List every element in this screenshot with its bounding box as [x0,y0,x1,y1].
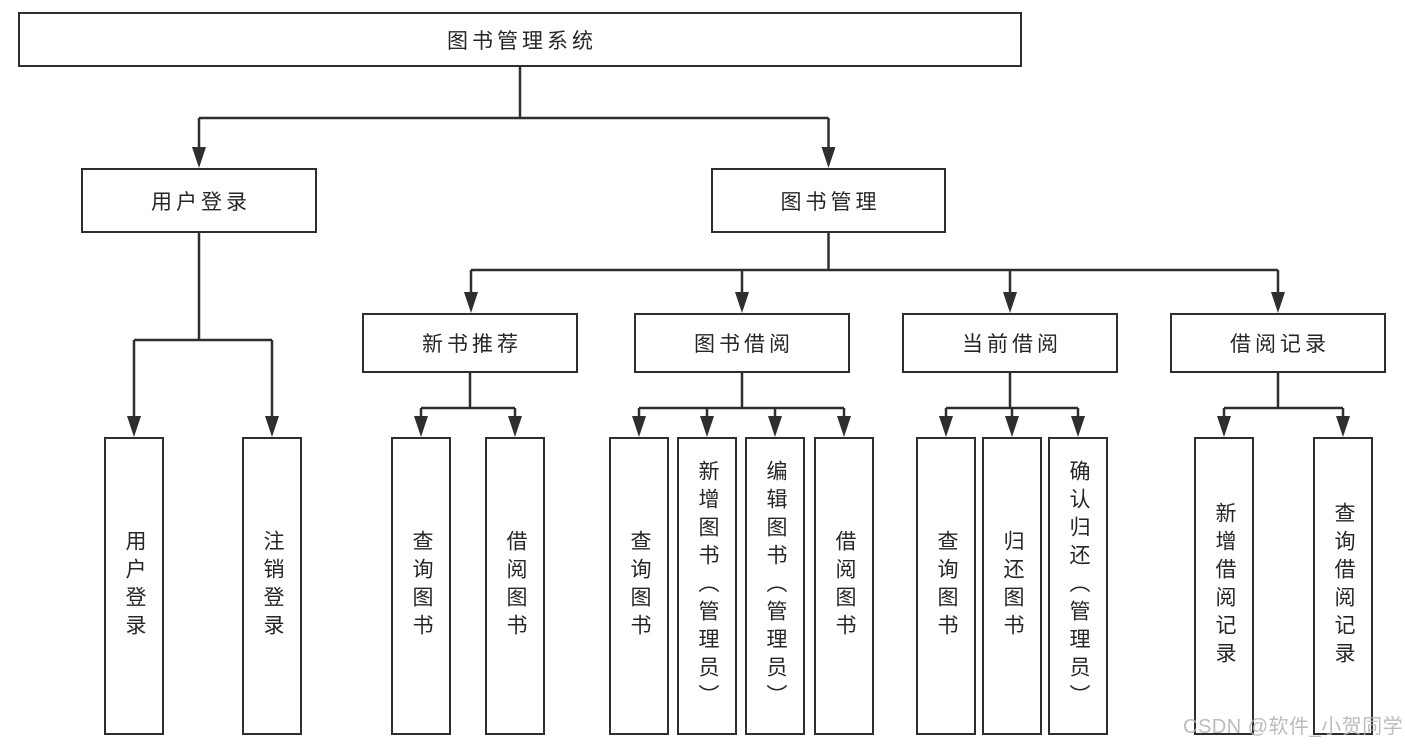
arrowhead [508,416,522,437]
arrowhead [939,416,953,437]
leaf-label: 新增借阅记录 [1213,502,1236,670]
arrowhead [1217,416,1231,437]
node-book-borrowing: 图书借阅 [634,313,850,373]
connector-root-to-level2 [192,67,836,168]
arrowhead [127,416,141,437]
leaf-query-books-recommend: 查询图书 [391,437,451,735]
node-book-management: 图书管理 [711,168,946,233]
connector-book-borrow-children [632,373,851,437]
connector-new-book-children [414,373,522,437]
node-label: 图书借阅 [694,333,794,356]
arrowhead [700,416,714,437]
leaf-user-login: 用户登录 [104,437,164,735]
arrowhead [768,416,782,437]
leaf-edit-book-admin: 编辑图书（管理员） [745,437,805,735]
node-borrow-records: 借阅记录 [1170,313,1386,373]
arrowhead [414,416,428,437]
node-label: 图书管理 [780,190,881,214]
arrowhead [1003,292,1017,313]
node-label: 借阅记录 [1230,333,1330,356]
connector-current-borrow-children [939,373,1085,437]
arrowhead [1071,416,1085,437]
leaf-label: 注销登录 [261,530,284,642]
leaf-label: 查询借阅记录 [1332,502,1355,670]
leaf-label: 查询图书 [628,530,651,642]
node-root-system: 图书管理系统 [18,12,1022,67]
leaf-label: 编辑图书（管理员） [764,460,787,712]
connector-user-login-children [127,233,279,437]
leaf-add-book-admin: 新增图书（管理员） [677,437,737,735]
node-label: 用户登录 [151,190,251,214]
arrowhead [632,416,646,437]
node-new-book-recommend: 新书推荐 [362,313,578,373]
arrowhead [821,147,836,168]
leaf-logout: 注销登录 [242,437,302,735]
arrowhead [735,292,749,313]
leaf-query-books-borrowing: 查询图书 [609,437,669,735]
leaf-query-books-current: 查询图书 [916,437,976,735]
leaf-label: 新增图书（管理员） [696,460,719,712]
arrowhead [1271,292,1285,313]
node-user-login: 用户登录 [81,168,317,233]
leaf-label: 查询图书 [935,530,958,642]
leaf-borrow-book: 借阅图书 [814,437,874,735]
leaf-add-borrow-record: 新增借阅记录 [1194,437,1254,735]
leaf-label: 借阅图书 [833,530,856,642]
leaf-label: 借阅图书 [504,530,527,642]
leaf-confirm-return-admin: 确认归还（管理员） [1048,437,1108,735]
connector-book-mgmt-children [464,233,1285,313]
arrowhead [192,147,206,168]
leaf-borrow-book-recommend: 借阅图书 [485,437,545,735]
leaf-label: 归还图书 [1001,530,1024,642]
node-label: 当前借阅 [962,333,1062,356]
arrowhead [265,416,279,437]
node-current-borrowing: 当前借阅 [902,313,1118,373]
leaf-return-book: 归还图书 [982,437,1042,735]
leaf-query-borrow-record: 查询借阅记录 [1313,437,1373,735]
arrowhead [1005,416,1019,437]
arrowhead [1336,416,1350,437]
arrowhead [837,416,851,437]
connector-borrow-record-children [1217,373,1350,437]
arrowhead [464,292,478,313]
leaf-label: 用户登录 [123,530,146,642]
leaf-label: 确认归还（管理员） [1067,460,1090,712]
node-label: 新书推荐 [422,333,522,356]
csdn-watermark: CSDN @软件_小贺同学 [1183,716,1404,738]
leaf-label: 查询图书 [410,530,433,642]
node-label: 图书管理系统 [447,29,597,53]
